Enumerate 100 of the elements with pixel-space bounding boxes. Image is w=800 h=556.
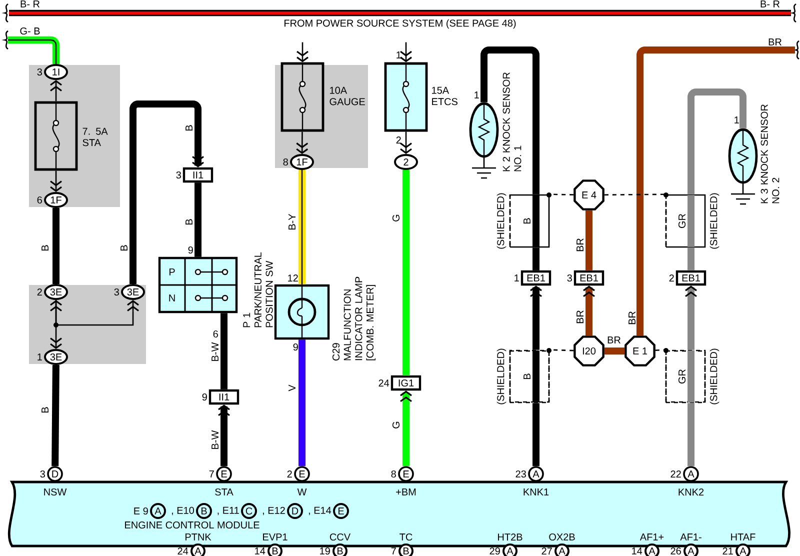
connector: 2 bbox=[394, 154, 418, 170]
connector-letter: B bbox=[398, 544, 414, 556]
note-text: FROM POWER SOURCE SYSTEM (SEE PAGE 48) bbox=[284, 19, 516, 29]
pin-number: 1 bbox=[474, 92, 479, 98]
wire-label: BR bbox=[628, 312, 636, 324]
wire-label: GR bbox=[678, 369, 686, 384]
terminal-name: +BM bbox=[396, 488, 416, 496]
wire-label: B-Y bbox=[288, 214, 296, 230]
position-label: P bbox=[169, 268, 175, 276]
pin-number: 24 bbox=[378, 380, 390, 386]
pin-number: 29 bbox=[490, 547, 500, 555]
pin-number: 9 bbox=[202, 393, 207, 401]
terminal: D bbox=[47, 466, 63, 482]
pin-number: 19 bbox=[320, 547, 330, 555]
terminal-name: NSW bbox=[44, 488, 67, 496]
wire bbox=[298, 170, 306, 284]
pin-number: 6 bbox=[37, 196, 42, 204]
terminal-name: KNK1 bbox=[524, 488, 549, 496]
wire-label: B- R bbox=[760, 0, 780, 8]
connector: 1F bbox=[44, 192, 68, 208]
wire bbox=[636, 46, 795, 336]
component-label: K 2 KNOCK SENSOR NO. 1 bbox=[502, 72, 522, 172]
connector-letter: A bbox=[684, 544, 698, 556]
terminal-name: KNK2 bbox=[678, 488, 704, 496]
pin-number: 26 bbox=[670, 547, 681, 555]
component-label: C29 MALFUNCTION INDICATOR LAMP [COMB. METER] bbox=[332, 276, 376, 360]
wire-label: B bbox=[524, 374, 530, 380]
pin-number: 12 bbox=[288, 274, 298, 282]
wire-label: B bbox=[186, 219, 192, 225]
wire-label: BR bbox=[608, 336, 620, 344]
wire-label: B-W bbox=[212, 430, 218, 449]
terminal-name: HT2B bbox=[498, 534, 522, 540]
terminal-name: EVP1 bbox=[263, 534, 288, 540]
pin-number: 2 bbox=[287, 470, 292, 478]
connector: II1 bbox=[182, 167, 214, 183]
component-label: P 1 PARK/NEUTRAL POSITION SW bbox=[243, 252, 273, 328]
pin-number: 1 bbox=[396, 52, 401, 58]
wire-label: B bbox=[120, 245, 128, 251]
pin-number: 27 bbox=[542, 548, 552, 554]
wire-label: BR bbox=[768, 38, 782, 46]
wire-label: B bbox=[524, 218, 530, 224]
wire bbox=[583, 286, 595, 336]
shield-label: (SHIELDED) bbox=[710, 348, 720, 404]
pin-number: 2 bbox=[37, 288, 42, 296]
wire bbox=[8, 36, 60, 64]
wire bbox=[130, 100, 204, 284]
pin-number: 3 bbox=[567, 274, 572, 282]
connector-letter: D bbox=[287, 503, 303, 519]
junction-connector: I20 bbox=[574, 336, 604, 366]
connector-code: E 9 bbox=[134, 507, 148, 515]
connector-letter: A bbox=[150, 503, 166, 519]
pin-number: 8 bbox=[283, 158, 288, 166]
terminal: E bbox=[398, 466, 414, 482]
connector: EB1 bbox=[676, 270, 706, 286]
terminal-name: W bbox=[297, 488, 307, 496]
pin-number: 1 bbox=[38, 354, 42, 360]
pin-number: 3 bbox=[176, 171, 181, 179]
connector-letter: A bbox=[736, 544, 750, 556]
pin-number: 3 bbox=[114, 288, 119, 296]
fuse-label: 7. 5A STA bbox=[82, 128, 108, 146]
wire-label: GR bbox=[678, 214, 686, 228]
wire-label: B-W bbox=[212, 342, 218, 361]
connector-letter: A bbox=[554, 544, 570, 556]
connector: II1 bbox=[208, 389, 240, 405]
wire bbox=[55, 300, 139, 326]
module-name: ENGINE CONTROL MODULE bbox=[125, 521, 260, 529]
pin-number: 3 bbox=[37, 68, 42, 76]
wire-label: V bbox=[288, 384, 296, 392]
connector: IG1 bbox=[390, 375, 422, 391]
terminal: A bbox=[528, 466, 544, 482]
junction-connector: E 1 bbox=[624, 336, 656, 366]
wire bbox=[532, 248, 540, 270]
wire bbox=[52, 364, 60, 466]
pin-number: 14 bbox=[632, 548, 642, 554]
terminal-name: AF1- bbox=[680, 534, 702, 540]
pin-number: 24 bbox=[178, 548, 188, 554]
connector-letter: C bbox=[241, 503, 257, 519]
wire bbox=[532, 403, 540, 466]
component-label: K 3 KNOCK SENSOR NO. 2 bbox=[760, 104, 780, 204]
connector-letter: B bbox=[268, 544, 282, 556]
wire bbox=[50, 300, 62, 349]
terminal-name: HTAF bbox=[731, 534, 756, 540]
connector: 3E bbox=[121, 284, 145, 300]
connector-letter: A bbox=[502, 544, 518, 556]
wire bbox=[218, 404, 230, 466]
pin-number: 7 bbox=[209, 470, 214, 478]
pin-number: 1 bbox=[514, 274, 519, 282]
pin-number: 3 bbox=[40, 470, 45, 478]
pin-number: 14 bbox=[255, 548, 266, 554]
pin-number: 21 bbox=[722, 548, 733, 554]
wire bbox=[604, 194, 666, 196]
connector-code: , E10 bbox=[172, 506, 194, 516]
wire bbox=[220, 313, 228, 390]
terminal: E bbox=[216, 466, 232, 482]
pin-number: 23 bbox=[516, 470, 526, 478]
wire bbox=[685, 286, 697, 350]
connector-letter: B bbox=[332, 544, 348, 556]
wire bbox=[688, 88, 746, 194]
wire-label: BR bbox=[576, 238, 584, 252]
connector-code: , E11 bbox=[218, 506, 239, 516]
